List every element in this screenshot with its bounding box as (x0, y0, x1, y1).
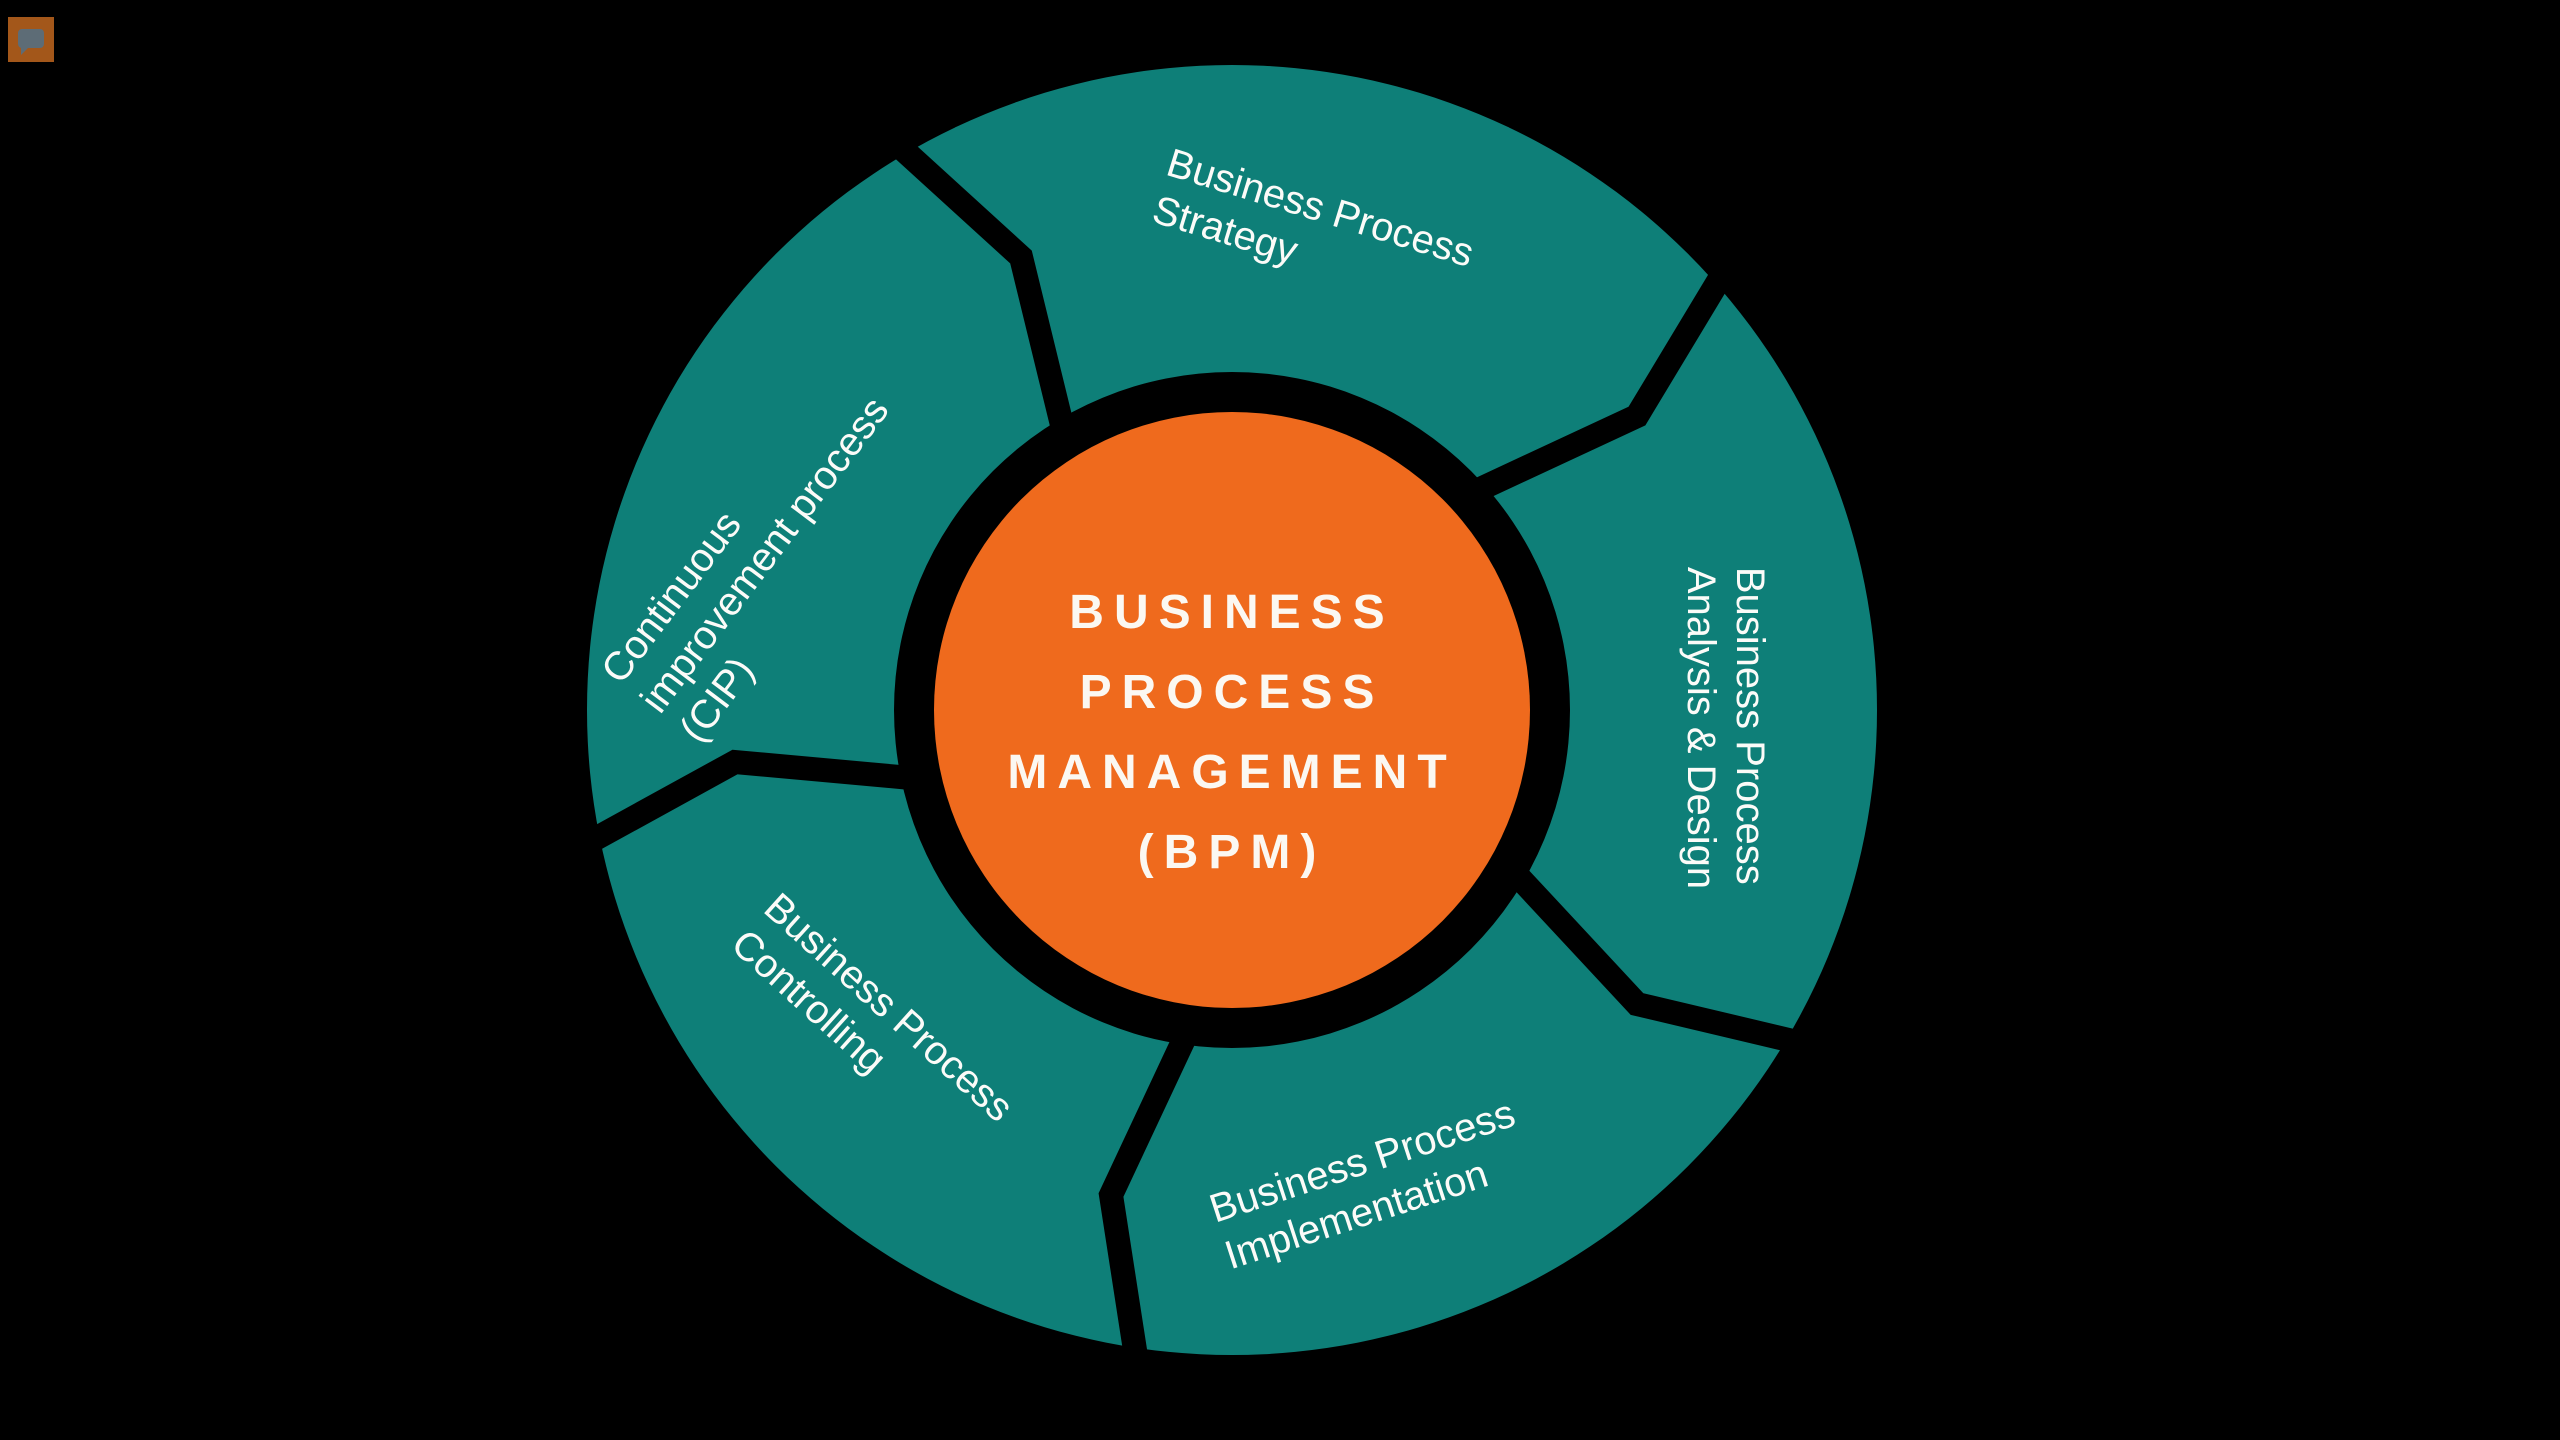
segment-label-line: Business Process (1727, 566, 1772, 885)
divider-strategy-analysis (1470, 253, 1742, 502)
divider-analysis-implementation (1507, 865, 1817, 1058)
speech-bubble-glyph (18, 29, 44, 55)
hub-label-line: (BPM) (1137, 826, 1327, 879)
hub-label: BUSINESS PROCESS MANAGEMENT (BPM) (1007, 573, 1456, 893)
cycle-ring (587, 65, 1877, 1355)
hub-circle (934, 412, 1530, 1008)
divider-implementation-controlling (1098, 1029, 1197, 1378)
divider-controlling-cip (569, 749, 913, 861)
hub-label-line: MANAGEMENT (1007, 746, 1457, 799)
divider-cip-strategy (877, 125, 1075, 432)
hub-label-line: BUSINESS (1069, 586, 1395, 639)
segment-label-line: Analysis & Design (1679, 566, 1723, 890)
hub-label-line: PROCESS (1079, 666, 1385, 719)
comment-bubble-icon[interactable] (8, 17, 54, 62)
segment-label-analysis-design: Business Process Analysis & Design (1676, 567, 1774, 889)
